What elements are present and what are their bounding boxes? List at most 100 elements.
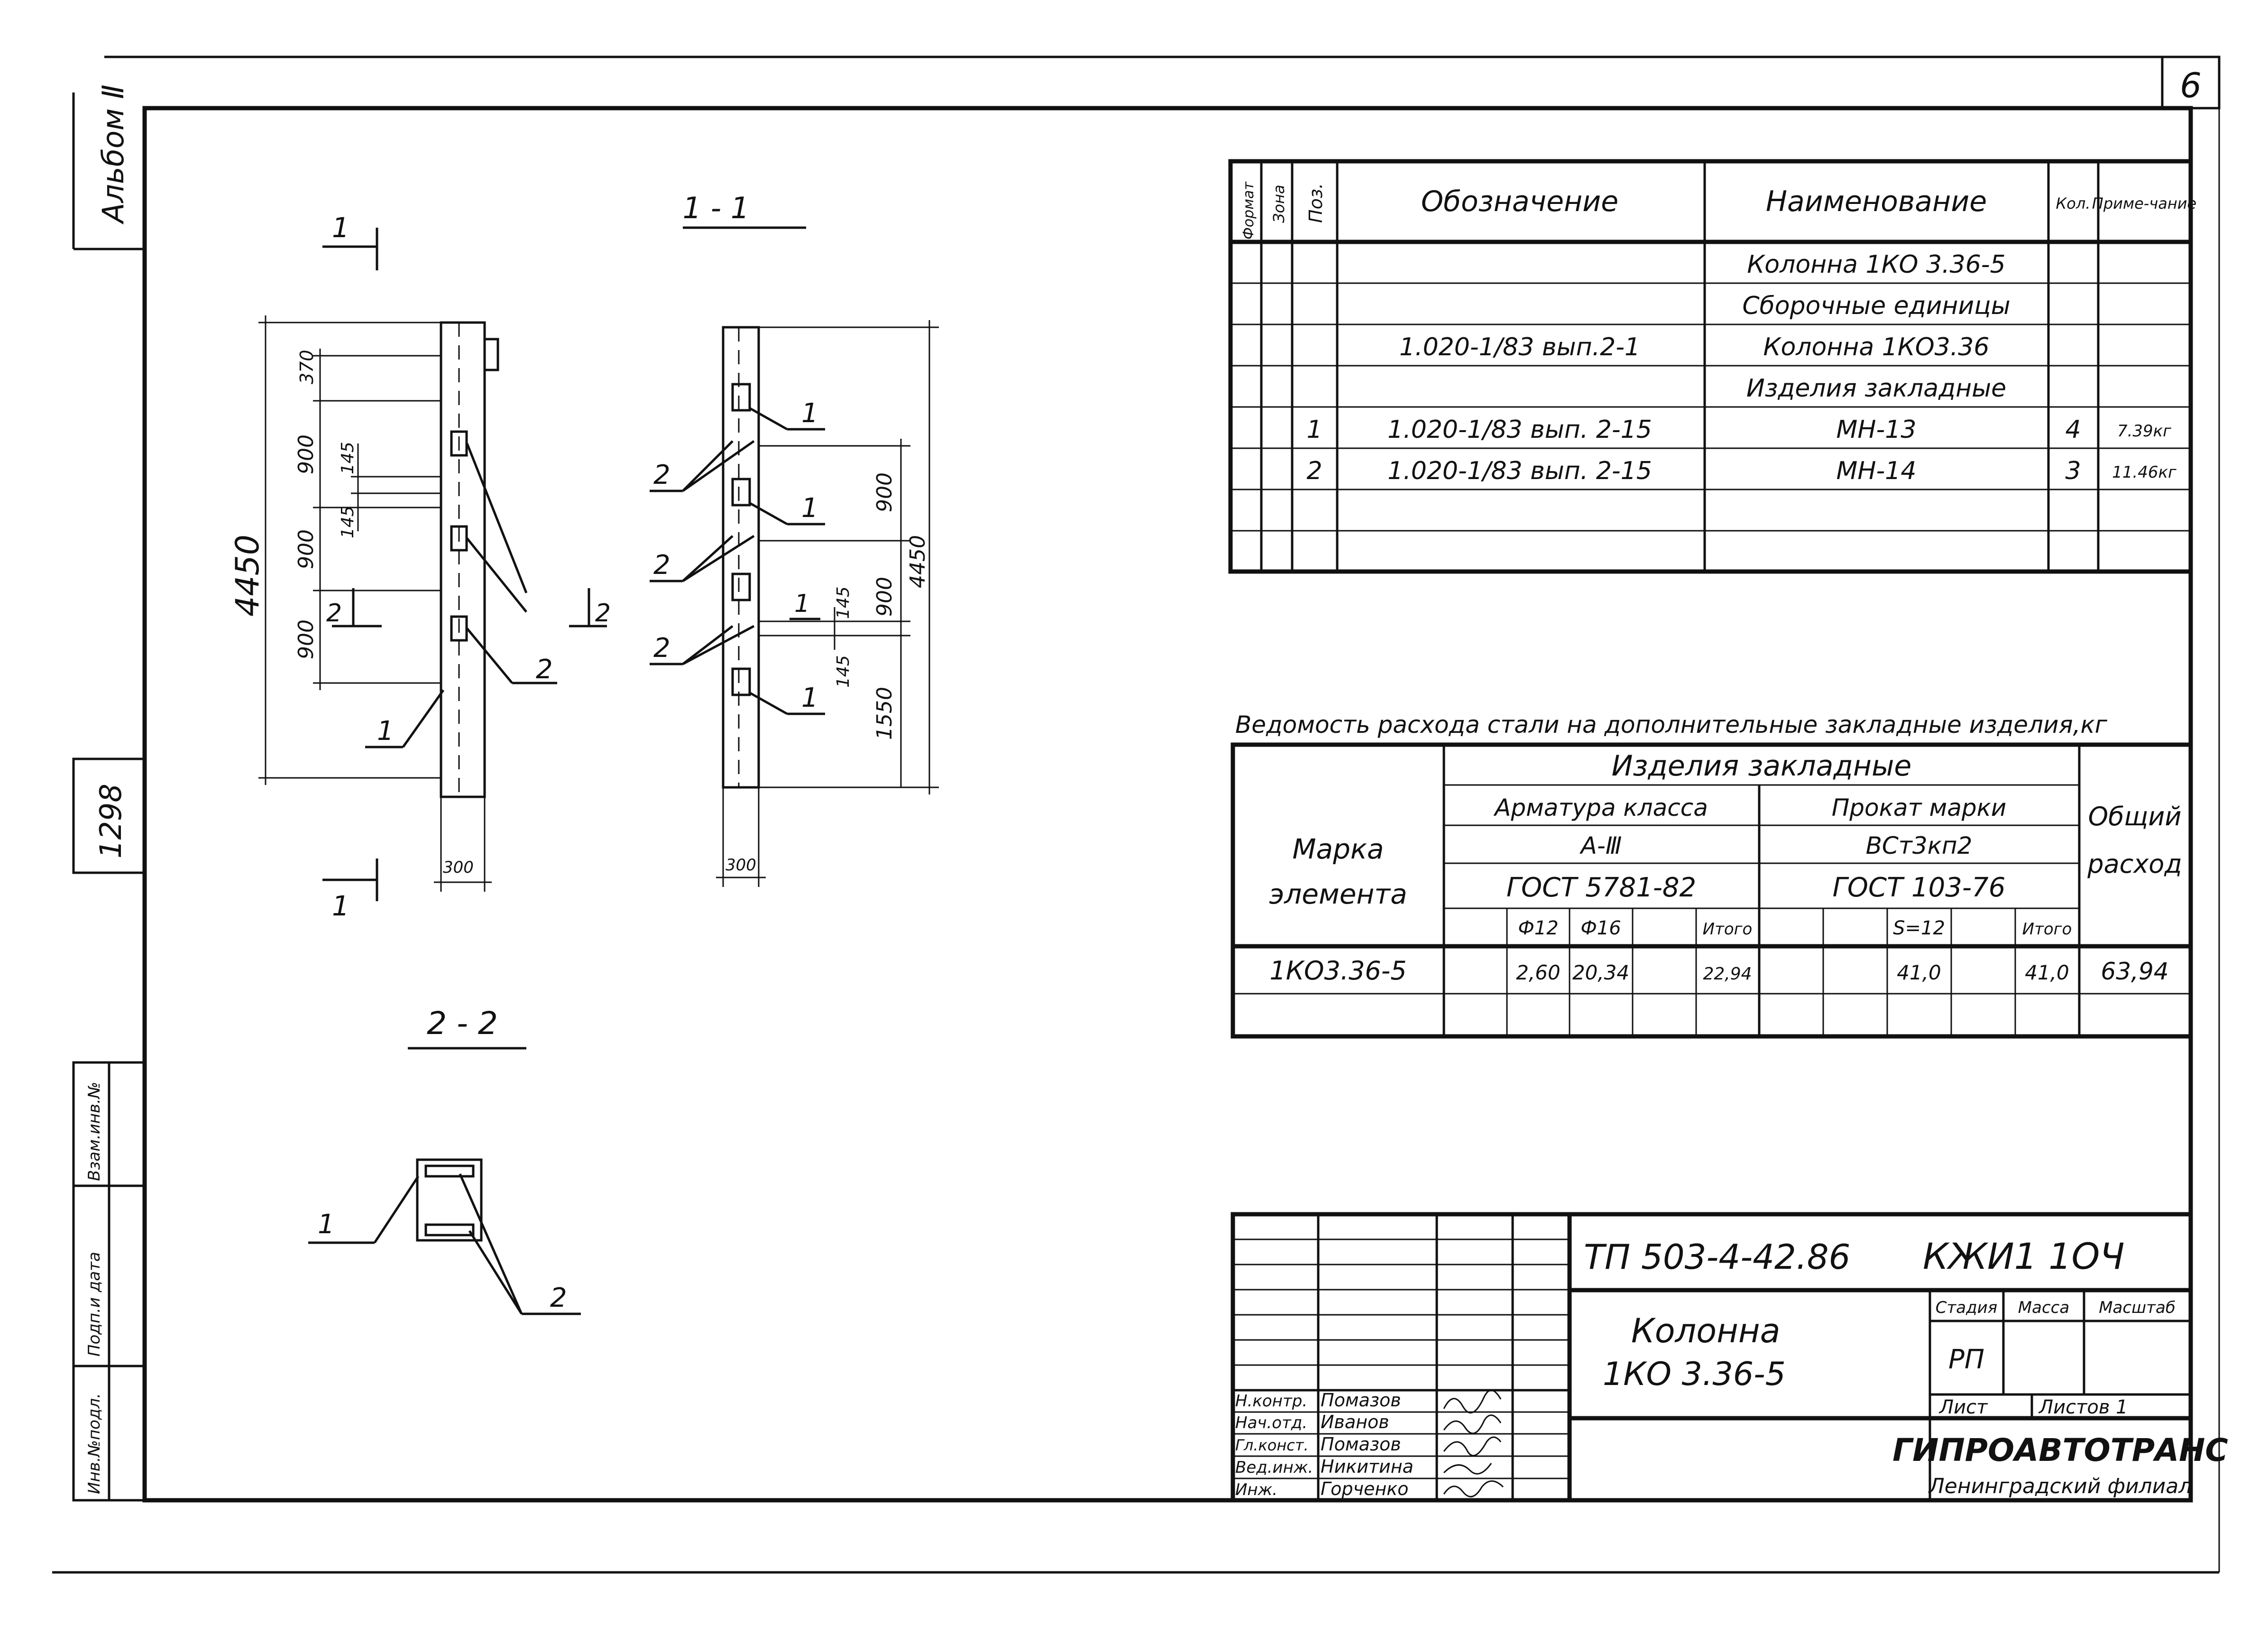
scale-label: Масштаб [2099, 1298, 2176, 1317]
specification-table: Формат Зона Поз. Обозначение Наименовани… [1228, 159, 2196, 574]
front-dim-370: 370 [296, 350, 317, 384]
spec-row-1-name: Колонна 1КО 3.36-5 [1747, 250, 2005, 279]
steel-rebar-gost: ГОСТ 5781-82 [1506, 872, 1696, 903]
inventory-number: 1298 [93, 784, 128, 859]
s11-callout-1-c: 1 [794, 590, 810, 618]
album-label: Альбом Ⅱ [96, 84, 130, 225]
front-dim-145-a: 145 [338, 442, 358, 474]
s11-callout-2-b: 2 [653, 550, 670, 581]
signer-1-role: Н.контр. [1235, 1392, 1307, 1411]
signer-2-role: Нач.отд. [1235, 1413, 1307, 1432]
side-strip: Альбом Ⅱ 1298 Взам.инв.№ Подп.и дата Инв… [72, 84, 146, 1502]
section-1-1-view: 1 - 1 900 900 145 145 1550 4450 300 2 [650, 191, 939, 887]
spec-header-qty: Кол. [2056, 194, 2091, 212]
spec-row-5-name: МН-13 [1836, 415, 1917, 444]
signature-5 [1443, 1480, 1504, 1497]
steel-table-caption: Ведомость расхода стали на дополнительны… [1235, 711, 2108, 739]
section-2-2-title: 2 - 2 [427, 1005, 498, 1042]
steel-group-header: Изделия закладные [1612, 749, 1912, 783]
front-total-height: 4450 [229, 535, 266, 617]
spec-header-designation: Обозначение [1421, 185, 1618, 218]
signer-4-name: Никитина [1321, 1456, 1414, 1477]
section-1-1-title: 1 - 1 [683, 191, 750, 225]
project-code: ТП 503-4-42.86 [1584, 1237, 1850, 1277]
signature-3 [1443, 1436, 1502, 1457]
sheet-label: Лист [1938, 1396, 1988, 1418]
s11-callout-1-b: 1 [801, 493, 818, 524]
s22-callout-2: 2 [550, 1283, 567, 1313]
steel-row-total-a: 22,94 [1703, 964, 1752, 984]
steel-row-total-b: 41,0 [2025, 961, 2069, 984]
column-front-view: 4450 370 900 900 900 145 145 300 1 1 2 2… [229, 212, 611, 922]
steel-row-total: 63,94 [2101, 958, 2168, 985]
front-callout-2: 2 [536, 654, 553, 685]
steel-sub-total-b: Итого [2022, 920, 2072, 939]
signer-3-role: Гл.конст. [1235, 1436, 1309, 1454]
section-mark-1-bottom: 1 [332, 890, 349, 922]
signer-5-name: Горченко [1321, 1478, 1408, 1499]
spec-row-5-designation: 1.020-1/83 вып. 2-15 [1387, 415, 1652, 444]
spec-header-format: Формат [1240, 181, 1257, 240]
spec-header-note: Приме-чание [2092, 194, 2196, 212]
steel-sub-f16: Ф16 [1580, 917, 1621, 939]
s11-width: 300 [725, 856, 756, 875]
organization-branch: Ленинградский филиал [1928, 1474, 2192, 1498]
spec-row-6-pos: 2 [1306, 457, 1322, 485]
document-code: КЖИ1 1ОЧ [1923, 1235, 2124, 1277]
signature-4 [1443, 1463, 1492, 1475]
front-dim-900-a: 900 [294, 434, 318, 474]
s11-callout-1-a: 1 [801, 398, 818, 429]
s11-callout-2-c: 2 [653, 633, 670, 664]
spec-row-3-name: Колонна 1КО3.36 [1763, 333, 1990, 361]
front-width: 300 [443, 858, 474, 877]
steel-row-s12: 41,0 [1897, 961, 1941, 984]
signer-5-role: Инж. [1235, 1480, 1277, 1499]
signature-1 [1443, 1389, 1502, 1414]
signer-3-name: Помазов [1321, 1434, 1401, 1455]
spec-header-name: Наименование [1766, 185, 1987, 218]
spec-row-5-pos: 1 [1306, 415, 1322, 444]
section-2-2-view: 2 - 2 1 2 [308, 1005, 581, 1315]
title-block: Н.контр. Помазов Нач.отд. Иванов Гл.конс… [1230, 1212, 2228, 1503]
stage-label: Стадия [1936, 1298, 1997, 1317]
s11-total-height: 4450 [906, 535, 930, 588]
steel-rebar-class: А-Ⅲ [1579, 832, 1622, 859]
steel-mark-header-2: элемента [1269, 878, 1407, 910]
spec-row-5-qty: 4 [2065, 415, 2081, 444]
s11-callout-2-a: 2 [653, 460, 670, 490]
s11-dim-145-b: 145 [834, 655, 853, 688]
signature-2 [1443, 1414, 1502, 1434]
sheet-number: 6 [2180, 65, 2202, 105]
s11-dim-145-a: 145 [834, 586, 853, 619]
spec-row-3-designation: 1.020-1/83 вып.2-1 [1399, 333, 1640, 361]
stage-value: РП [1948, 1344, 1984, 1375]
spec-header-zone: Зона [1270, 185, 1288, 223]
spec-row-5-note: 7.39кг [2117, 422, 2172, 441]
stamp-replace-inv: Взам.инв.№ [85, 1082, 104, 1181]
mass-label: Масса [2018, 1298, 2069, 1317]
signer-1-name: Помазов [1321, 1390, 1401, 1411]
spec-row-4-name: Изделия закладные [1746, 374, 2006, 403]
section-mark-2-left: 2 [326, 599, 342, 628]
front-dim-900-b: 900 [294, 529, 318, 569]
front-dim-145-b: 145 [338, 506, 358, 538]
spec-row-6-qty: 3 [2065, 457, 2081, 485]
steel-row-mark: 1КО3.36-5 [1269, 956, 1406, 986]
s11-dim-1550: 1550 [872, 687, 897, 740]
spec-row-6-note: 11.46кг [2112, 463, 2177, 482]
front-callout-1: 1 [377, 716, 394, 747]
s22-callout-1: 1 [318, 1209, 335, 1240]
organization-name: ГИПРОАВТОТРАНС [1892, 1432, 2228, 1468]
steel-sub-f12: Ф12 [1518, 917, 1558, 939]
steel-sub-total-a: Итого [1703, 920, 1753, 939]
steel-rolled-label: Прокат марки [1832, 794, 2007, 822]
steel-total-header-1: Общий [2088, 802, 2182, 831]
spec-row-6-designation: 1.020-1/83 вып. 2-15 [1387, 457, 1652, 485]
steel-sub-s12: S=12 [1893, 917, 1945, 939]
s11-dim-900-b: 900 [872, 577, 897, 617]
sheets-count: Листов 1 [2038, 1396, 2128, 1418]
signer-4-role: Вед.инж. [1235, 1458, 1313, 1477]
stamp-sign-date: Подп.и дата [85, 1252, 104, 1357]
object-title-line-1: Колонна [1631, 1311, 1781, 1350]
